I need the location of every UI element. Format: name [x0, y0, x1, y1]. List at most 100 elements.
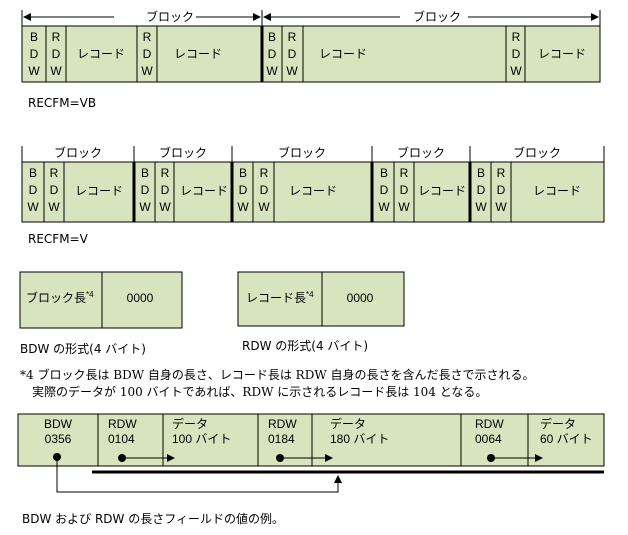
- v-block4-label: ブロック: [397, 145, 445, 160]
- rdw-length-label: レコード長*4: [246, 290, 314, 305]
- ex-rdw2-label: RDW: [268, 417, 297, 431]
- svg-text:R: R: [52, 30, 61, 44]
- svg-text:D: D: [477, 183, 486, 197]
- svg-text:B: B: [380, 166, 388, 180]
- ex-rdw3-label: RDW: [475, 417, 504, 431]
- vb-record-2: レコード: [174, 47, 222, 61]
- v-record-5: レコード: [533, 184, 581, 198]
- svg-text:W: W: [475, 200, 487, 214]
- bdw-length-label: ブロック長*4: [26, 290, 94, 305]
- vb-caption: RECFM=VB: [28, 96, 97, 110]
- svg-text:R: R: [161, 166, 170, 180]
- vb-rdw-3: RDW: [286, 30, 298, 78]
- svg-text:R: R: [143, 30, 152, 44]
- svg-text:W: W: [27, 200, 39, 214]
- svg-text:D: D: [400, 183, 409, 197]
- svg-text:D: D: [29, 183, 38, 197]
- v-rdw-2: RDW: [159, 166, 171, 214]
- v-rdw-3: RDW: [258, 166, 270, 214]
- bdw-format-box: ブロック長*4 0000: [19, 271, 183, 329]
- v-rdw-4: RDW: [398, 166, 410, 214]
- vb-bdw-1: BDW: [28, 30, 40, 78]
- v-diagram: ブロック ブロック ブロック ブロック ブロック BDW RDW BDW RDW: [21, 145, 605, 223]
- svg-text:W: W: [258, 200, 270, 214]
- svg-text:D: D: [52, 47, 61, 61]
- svg-text:B: B: [30, 30, 38, 44]
- v-bdw-1: BDW: [27, 166, 39, 214]
- svg-text:D: D: [512, 47, 521, 61]
- svg-text:D: D: [141, 183, 150, 197]
- vb-record-4: レコード: [538, 47, 586, 61]
- ex-rdw2-value: 0184: [268, 432, 295, 446]
- v-block5-label: ブロック: [513, 145, 561, 160]
- svg-text:B: B: [29, 166, 37, 180]
- svg-text:W: W: [266, 64, 278, 78]
- vb-record-1: レコード: [77, 47, 125, 61]
- ex-bdw-label: BDW: [44, 417, 73, 431]
- svg-text:D: D: [497, 183, 506, 197]
- svg-text:W: W: [159, 200, 171, 214]
- rdw-value: 0000: [347, 291, 374, 305]
- v-record-3: レコード: [289, 184, 337, 198]
- vb-bdw-2: BDW: [266, 30, 278, 78]
- svg-text:W: W: [237, 200, 249, 214]
- svg-text:R: R: [497, 166, 506, 180]
- svg-text:W: W: [495, 200, 507, 214]
- svg-text:W: W: [28, 64, 40, 78]
- v-caption: RECFM=V: [28, 232, 88, 246]
- v-bdw-2: BDW: [139, 166, 151, 214]
- svg-text:D: D: [260, 183, 269, 197]
- ex-data2-label: データ: [330, 416, 366, 431]
- ex-data2-value: 180 バイト: [330, 432, 389, 446]
- v-bdw-4: BDW: [378, 166, 390, 214]
- svg-text:W: W: [50, 64, 62, 78]
- ex-bdw-arrow: [56, 457, 342, 493]
- svg-text:D: D: [288, 47, 297, 61]
- ex-rdw1-value: 0104: [108, 432, 135, 446]
- v-record-2: レコード: [180, 184, 228, 198]
- svg-text:W: W: [398, 200, 410, 214]
- bdw-value: 0000: [127, 291, 154, 305]
- svg-text:D: D: [239, 183, 248, 197]
- ex-rdw1-label: RDW: [108, 417, 137, 431]
- svg-text:D: D: [268, 47, 277, 61]
- vb-block1-label: ブロック: [146, 9, 194, 24]
- svg-text:D: D: [161, 183, 170, 197]
- vb-record-3: レコード: [319, 47, 367, 61]
- note-line-1: *4 ブロック長は BDW 自身の長さ、レコード長は RDW 自身の長さを含んだ…: [20, 368, 535, 382]
- svg-text:R: R: [50, 166, 59, 180]
- svg-text:B: B: [239, 166, 247, 180]
- rdw-format-box: レコード長*4 0000: [237, 271, 405, 327]
- v-block3-label: ブロック: [278, 145, 326, 160]
- v-record-1: レコード: [75, 184, 123, 198]
- v-rdw-1: RDW: [48, 166, 60, 214]
- svg-text:W: W: [48, 200, 60, 214]
- vb-diagram: ブロック ブロック BDW RDW RDW BDW RDW RDW: [21, 9, 601, 83]
- svg-text:W: W: [510, 64, 522, 78]
- vb-block1: [21, 25, 263, 83]
- vb-block2-label: ブロック: [413, 9, 461, 24]
- ex-data1-value: 100 バイト: [172, 432, 231, 446]
- svg-text:W: W: [378, 200, 390, 214]
- example-diagram: BDW 0356 RDW 0104 データ 100 バイト RDW 0184 デ…: [17, 413, 605, 493]
- svg-text:B: B: [477, 166, 485, 180]
- svg-text:D: D: [50, 183, 59, 197]
- v-block1-label: ブロック: [54, 145, 102, 160]
- ex-data3-label: データ: [540, 416, 576, 431]
- svg-text:D: D: [30, 47, 39, 61]
- ex-data3-value: 60 バイト: [540, 432, 593, 446]
- v-bdw-5: BDW: [475, 166, 487, 214]
- v-bdw-3: BDW: [237, 166, 249, 214]
- v-block2-label: ブロック: [159, 145, 207, 160]
- vb-rdw-1: RDW: [50, 30, 62, 78]
- vb-block2: [261, 25, 601, 83]
- svg-text:B: B: [268, 30, 276, 44]
- svg-text:R: R: [288, 30, 297, 44]
- example-caption: BDW および RDW の長さフィールドの値の例。: [22, 512, 284, 526]
- svg-text:W: W: [286, 64, 298, 78]
- rdw-format-caption: RDW の形式(4 バイト): [242, 339, 369, 353]
- ex-bdw-value: 0356: [45, 432, 72, 446]
- v-record-4: レコード: [418, 184, 466, 198]
- svg-text:D: D: [143, 47, 152, 61]
